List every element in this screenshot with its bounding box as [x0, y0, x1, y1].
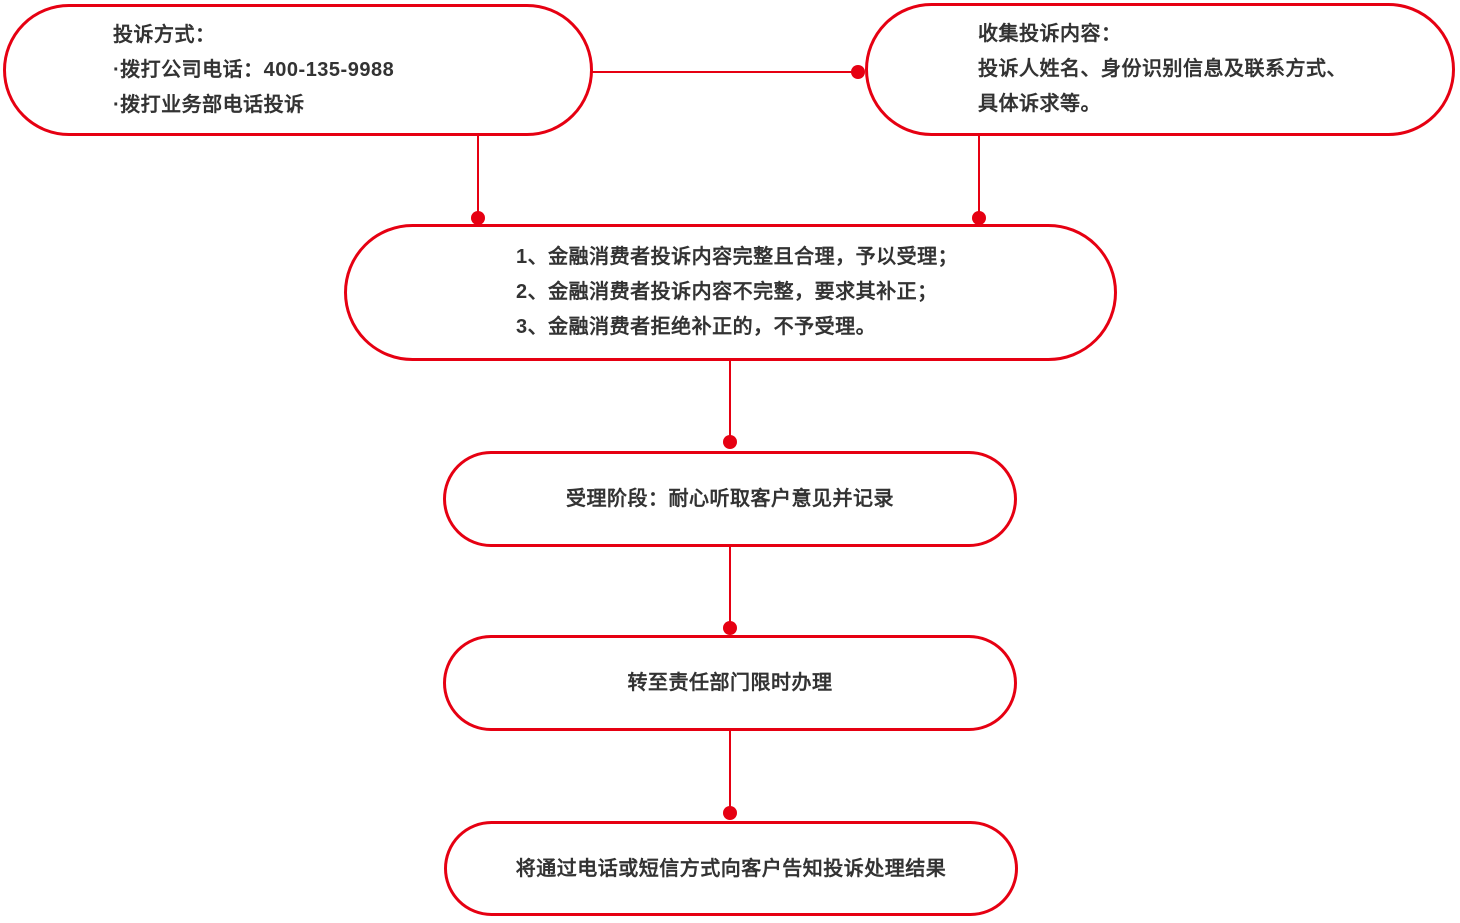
connector-stage-to-transfer — [729, 547, 731, 628]
connector-dot-rules-left — [471, 211, 485, 225]
node-text-line: 投诉人姓名、身份识别信息及联系方式、 — [978, 58, 1347, 80]
node-text-line: 1、金融消费者投诉内容完整且合理，予以受理； — [516, 246, 959, 268]
node-text-line: 3、金融消费者拒绝补正的，不予受理。 — [516, 316, 877, 338]
node-text-line: 2、金融消费者投诉内容不完整，要求其补正； — [516, 281, 938, 303]
node-acceptance-rules: 1、金融消费者投诉内容完整且合理，予以受理； 2、金融消费者投诉内容不完整，要求… — [344, 224, 1117, 361]
connector-methods-to-rules — [477, 136, 479, 218]
node-text-line: ·拨打公司电话：400-135-9988 — [113, 58, 395, 81]
connector-collect-to-rules — [978, 136, 980, 218]
connector-rules-to-stage — [729, 361, 731, 442]
connector-methods-to-collect — [592, 71, 858, 73]
node-text-line: 投诉方式： — [113, 23, 216, 46]
node-acceptance-stage: 受理阶段：耐心听取客户意见并记录 — [443, 451, 1017, 547]
node-complaint-methods: 投诉方式： ·拨打公司电话：400-135-9988 ·拨打业务部电话投诉 — [3, 4, 593, 136]
connector-dot-notify — [723, 806, 737, 820]
node-text-line: 具体诉求等。 — [978, 93, 1101, 115]
connector-transfer-to-notify — [729, 731, 731, 813]
connector-dot-stage — [723, 435, 737, 449]
node-text-line: 受理阶段：耐心听取客户意见并记录 — [566, 488, 894, 510]
node-text-line: ·拨打业务部电话投诉 — [113, 93, 305, 116]
connector-dot-transfer — [723, 621, 737, 635]
node-text-line: 转至责任部门限时办理 — [627, 672, 833, 694]
node-transfer-department: 转至责任部门限时办理 — [443, 635, 1017, 731]
node-collect-content: 收集投诉内容： 投诉人姓名、身份识别信息及联系方式、 具体诉求等。 — [865, 3, 1455, 136]
connector-dot-collect — [851, 65, 865, 79]
node-text-line: 将通过电话或短信方式向客户告知投诉处理结果 — [515, 857, 947, 880]
connector-dot-rules-right — [972, 211, 986, 225]
node-notify-result: 将通过电话或短信方式向客户告知投诉处理结果 — [444, 821, 1018, 916]
node-text-line: 收集投诉内容： — [978, 23, 1122, 45]
